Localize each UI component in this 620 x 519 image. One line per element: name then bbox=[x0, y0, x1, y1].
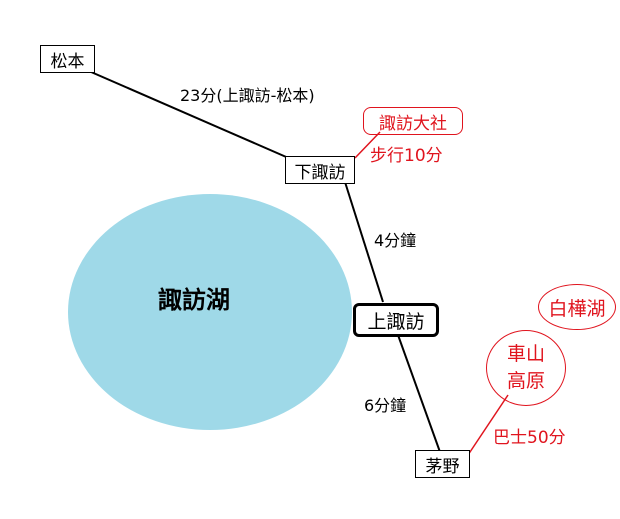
station-shimosuwa[interactable]: 下諏訪 bbox=[285, 156, 355, 184]
sight-shirakaba-label: 白樺湖 bbox=[548, 297, 606, 320]
lake-shape bbox=[68, 194, 352, 430]
station-matsumoto-label: 松本 bbox=[50, 51, 85, 72]
sight-kurumayama[interactable]: 車山 高原 bbox=[486, 330, 566, 406]
sight-kurumayama-line1: 車山 bbox=[506, 343, 545, 366]
sight-suwa-taisha-label: 諏訪大社 bbox=[379, 113, 447, 134]
bus-connector bbox=[467, 394, 509, 456]
rail-line-shimosuwa-kamisuwa bbox=[344, 181, 384, 303]
time-shimosuwa-kamisuwa: 4分鐘 bbox=[374, 231, 417, 250]
station-shimosuwa-label: 下諏訪 bbox=[294, 162, 346, 183]
walk-time: 步行10分 bbox=[370, 146, 443, 166]
rail-line-kamisuwa-chino bbox=[397, 334, 441, 453]
station-matsumoto[interactable]: 松本 bbox=[40, 45, 95, 73]
walk-connector bbox=[354, 131, 381, 159]
time-matsumoto-kamisuwa: 23分(上諏訪-松本) bbox=[180, 86, 315, 105]
station-kamisuwa-label: 上諏訪 bbox=[367, 310, 425, 333]
station-kamisuwa[interactable]: 上諏訪 bbox=[353, 303, 439, 337]
sight-shirakaba-lake[interactable]: 白樺湖 bbox=[538, 284, 616, 330]
lake-name: 諏訪湖 bbox=[158, 286, 230, 314]
time-kamisuwa-chino: 6分鐘 bbox=[364, 396, 407, 415]
sight-kurumayama-line2: 高原 bbox=[506, 370, 545, 392]
rail-line-matsumoto-shimosuwa bbox=[74, 64, 301, 164]
sight-suwa-taisha[interactable]: 諏訪大社 bbox=[363, 107, 463, 135]
station-chino-label: 茅野 bbox=[425, 456, 460, 477]
station-chino[interactable]: 茅野 bbox=[415, 450, 470, 478]
bus-time: 巴士50分 bbox=[493, 428, 566, 448]
